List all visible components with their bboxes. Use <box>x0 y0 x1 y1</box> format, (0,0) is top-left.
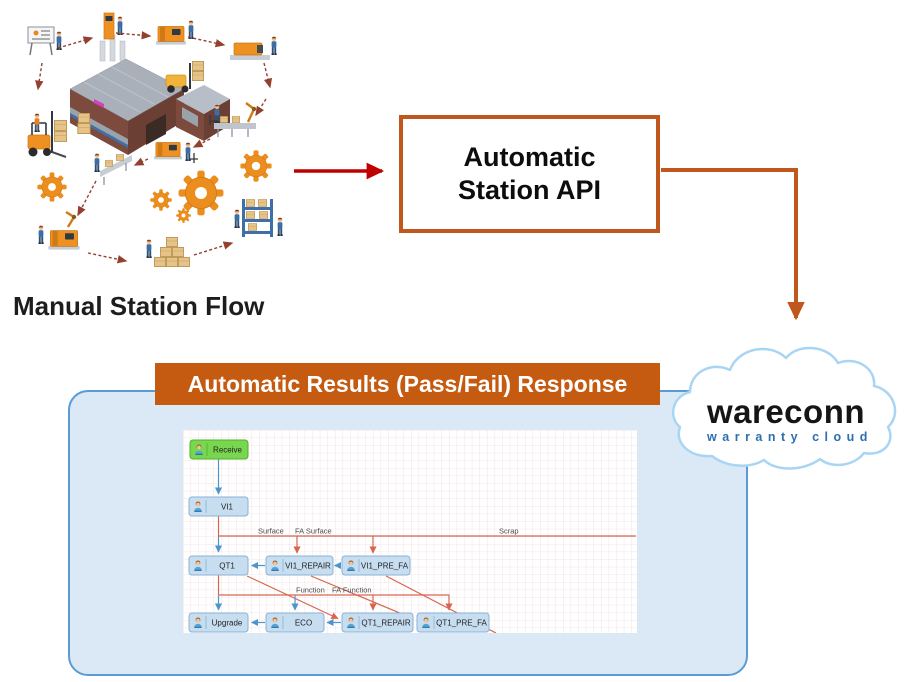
forklift-right <box>165 61 204 93</box>
edge-label-surface: Surface <box>258 527 284 536</box>
node-label: ECO <box>295 618 312 627</box>
workflow-node-qt1-repair: QT1_REPAIR <box>341 612 414 633</box>
wareconn-cloud: wareconn warranty cloud <box>671 346 897 470</box>
node-label: QT1 <box>219 561 235 570</box>
workflow-node-receive: Receive <box>189 439 249 460</box>
node-label: QT1_REPAIR <box>361 618 410 627</box>
workflow-node-upgrade: Upgrade <box>188 612 249 633</box>
station-kiosk <box>103 12 123 40</box>
edge-label-function: Function <box>296 586 325 595</box>
workflow-node-eco: ECO <box>265 612 325 633</box>
edge-label-scrap: Scrap <box>499 527 519 536</box>
workflow-canvas: Surface FA Surface Scrap Function FA Fun… <box>183 430 637 633</box>
node-label: VI1_REPAIR <box>285 561 331 570</box>
api-box-title-line1: Automatic <box>463 142 596 173</box>
workflow-grid <box>183 430 637 633</box>
workflow-node-vi1: VI1 <box>188 496 249 517</box>
cloud-brand: wareconn <box>706 393 865 430</box>
station-packing <box>146 237 190 267</box>
automatic-station-api-box: Automatic Station API <box>399 115 660 233</box>
node-label: Upgrade <box>212 618 243 627</box>
workflow-node-qt1-pre-fa: QT1_PRE_FA <box>416 612 490 633</box>
node-label: VI1_PRE_FA <box>361 561 409 570</box>
manual-station-flow-illustration <box>27 12 283 267</box>
station-conveyor-robot <box>209 102 257 137</box>
workflow-node-vi1-pre-fa: VI1_PRE_FA <box>341 555 411 576</box>
node-label: VI1 <box>221 502 234 511</box>
station-lathe <box>230 36 277 60</box>
station-conveyor <box>94 153 132 185</box>
forklift-left <box>27 111 67 158</box>
manual-station-flow-label: Manual Station Flow <box>13 291 265 321</box>
api-box-title-line2: Station API <box>457 175 601 205</box>
station-robot-cell <box>38 210 80 250</box>
edge-label-fa-function: FA Function <box>332 586 372 595</box>
factory-icon <box>69 34 230 155</box>
api-to-cloud-arrow <box>661 168 805 321</box>
cloud-tagline: warranty cloud <box>706 430 873 444</box>
workflow-node-qt1: QT1 <box>188 555 249 576</box>
node-label: QT1_PRE_FA <box>436 618 487 627</box>
flow-arrow-icon <box>35 31 273 264</box>
response-banner: Automatic Results (Pass/Fail) Response <box>155 363 660 405</box>
station-press <box>156 20 194 45</box>
pallet-stack <box>77 113 91 134</box>
station-board <box>27 26 62 56</box>
node-label: Receive <box>213 445 242 454</box>
edge-label-fa-surface: FA Surface <box>295 527 332 536</box>
cloud-icon <box>671 346 897 470</box>
station-shelf <box>234 199 283 237</box>
response-banner-label: Automatic Results (Pass/Fail) Response <box>187 370 628 397</box>
workflow-node-vi1-repair: VI1_REPAIR <box>265 555 334 576</box>
station-inspection <box>154 142 198 163</box>
